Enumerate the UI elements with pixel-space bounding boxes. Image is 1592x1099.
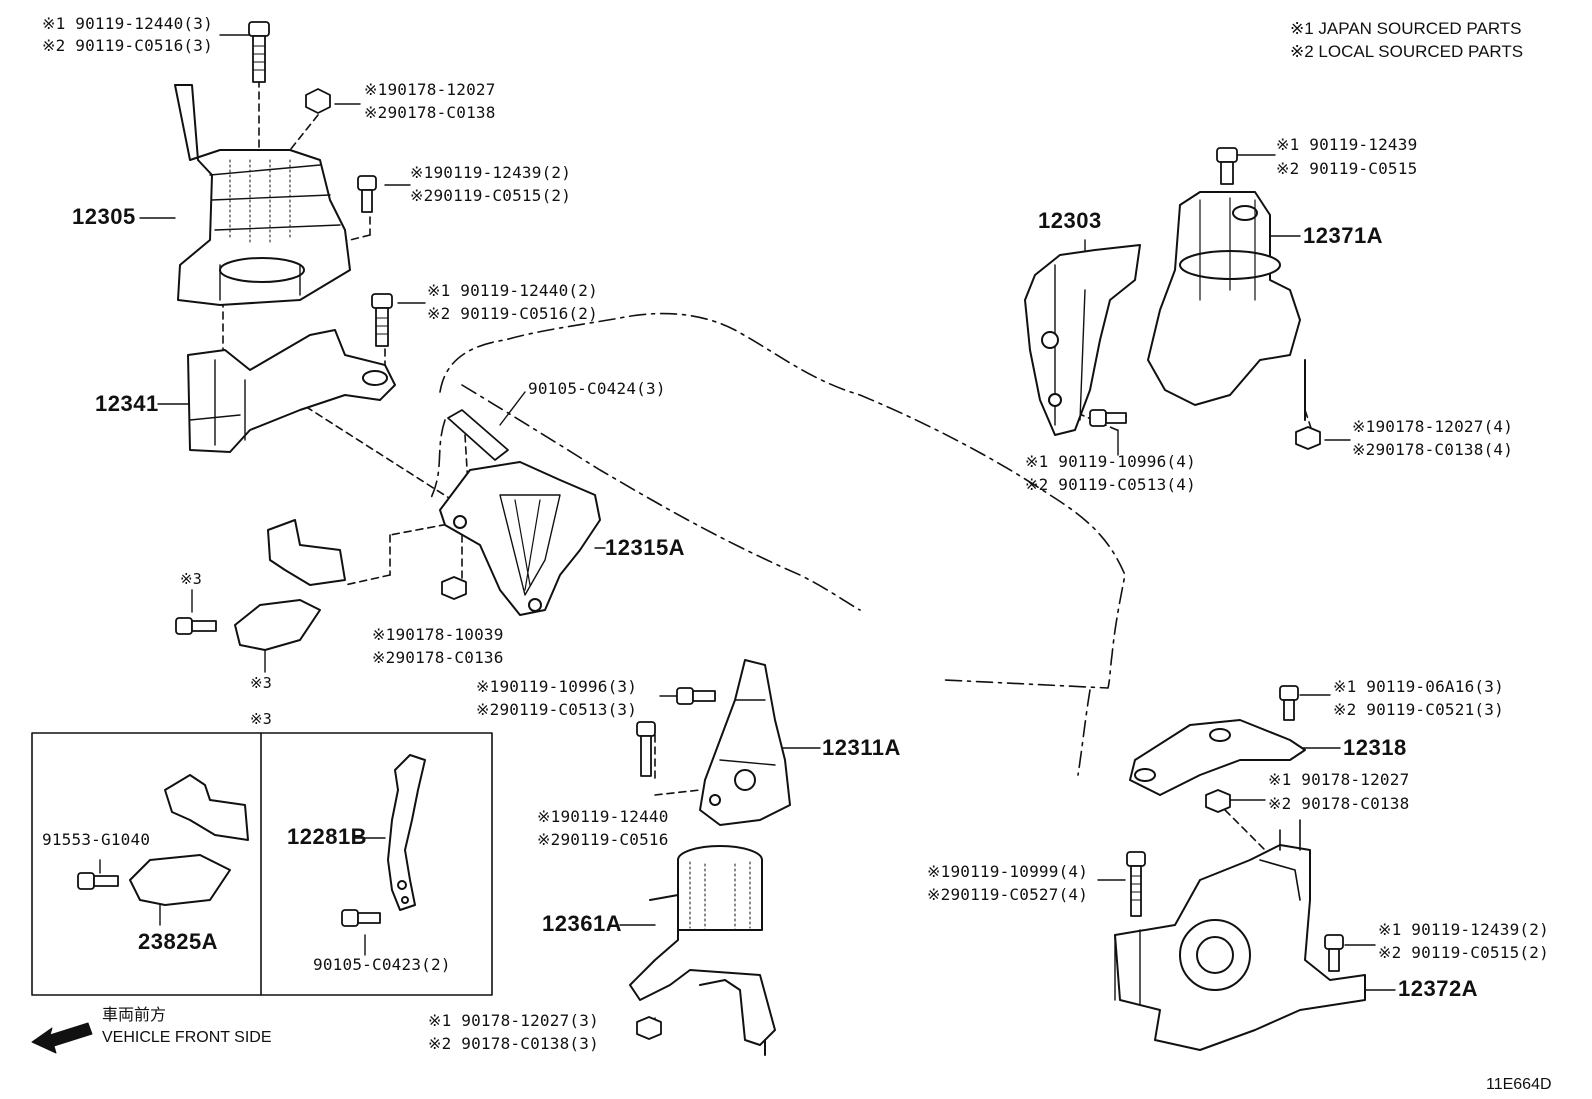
bracket-12311A (699, 659, 791, 826)
bracket-12303 (1024, 244, 1141, 436)
bracket-12281B (387, 754, 426, 911)
fastener-label: ※190178-12027 (364, 80, 496, 99)
engine-outline (439, 312, 1126, 689)
mount-12361A (629, 845, 776, 1056)
fastener-label: ※1 90178-12027 (1268, 770, 1410, 789)
mount-12305 (174, 84, 351, 306)
bracket-12315A (439, 461, 601, 616)
cover-parts-ref3 (234, 519, 346, 651)
part-label-12315A: 12315A (605, 535, 686, 560)
fastener-label: ※2 90119-C0515(2) (1378, 943, 1549, 962)
fastener-label: ※290119-C0527(4) (927, 885, 1089, 904)
cover-23825A (129, 774, 249, 906)
front-arrow-icon (31, 1022, 93, 1054)
fastener-label: ※190119-12439(2) (410, 163, 572, 182)
fastener-label: ※1 90119-12439(2) (1378, 920, 1549, 939)
nut-icons (305, 88, 1321, 1040)
part-label-12361A: 12361A (542, 911, 623, 936)
fastener-label: ※2 90119-C0515 (1276, 159, 1418, 178)
fastener-label: ※290178-C0138 (364, 103, 496, 122)
inset-box (31, 732, 493, 996)
fastener-label: ※290119-C0516 (537, 830, 669, 849)
fastener-label: 90105-C0424(3) (528, 379, 666, 398)
fastener-label: ※2 90119-C0513(4) (1025, 475, 1196, 494)
ref3-label: ※3 (250, 674, 272, 692)
part-label-12318: 12318 (1343, 735, 1407, 760)
fastener-label: ※290178-C0138(4) (1352, 440, 1514, 459)
fastener-label: ※290178-C0136 (372, 648, 504, 667)
part-label-12303: 12303 (1038, 208, 1102, 233)
fastener-label: ※2 90119-C0521(3) (1333, 700, 1504, 719)
diagram-id: 11E664D (1486, 1076, 1552, 1093)
fastener-label: ※1 90119-12440(3) (42, 14, 213, 33)
part-label-12371A: 12371A (1303, 223, 1384, 248)
fastener-label: ※190119-10999(4) (927, 862, 1089, 881)
fastener-label: ※2 90119-C0516(3) (42, 36, 213, 55)
part-label-12281B: 12281B (287, 824, 368, 849)
fastener-label: ※1 90119-06A16(3) (1333, 677, 1504, 696)
fastener-label: ※1 90119-12440(2) (427, 281, 598, 300)
bracket-12341 (187, 329, 396, 453)
leader-lines (99, 34, 1396, 1031)
fastener-label: ※1 90119-10996(4) (1025, 452, 1196, 471)
part-label-23825A: 23825A (138, 929, 219, 954)
fastener-label: ※1 90178-12027(3) (428, 1011, 599, 1030)
mount-12372A (1114, 819, 1366, 1051)
fastener-label: ※190119-12440 (537, 807, 669, 826)
fastener-label: ※190119-10996(3) (476, 677, 638, 696)
ref3-label: ※3 (250, 710, 272, 728)
fastener-label: ※190178-12027(4) (1352, 417, 1514, 436)
note-local-sourced: ※2 LOCAL SOURCED PARTS (1290, 42, 1524, 61)
fastener-label: ※290119-C0513(3) (476, 700, 638, 719)
mount-12371A (1147, 191, 1306, 421)
ref3-label: ※3 (180, 570, 202, 588)
front-side-label-jp: 車両前方 (102, 1007, 167, 1024)
note-japan-sourced: ※1 JAPAN SOURCED PARTS (1290, 19, 1522, 38)
part-label-12372A: 12372A (1398, 976, 1479, 1001)
fastener-label: 90105-C0423(2) (313, 955, 451, 974)
fastener-label: ※2 90178-C0138(3) (428, 1034, 599, 1053)
fastener-label: ※2 90119-C0516(2) (427, 304, 598, 323)
fastener-label: ※2 90178-C0138 (1268, 794, 1410, 813)
engine-lower-outline (461, 384, 861, 611)
part-label-12341: 12341 (95, 391, 159, 416)
front-side-label-en: VEHICLE FRONT SIDE (102, 1029, 272, 1046)
fastener-label: 91553-G1040 (42, 830, 151, 849)
part-label-12311A: 12311A (822, 735, 901, 760)
bracket-12318 (1129, 719, 1306, 796)
bolt-icons (77, 21, 1344, 972)
fastener-label: ※190178-10039 (372, 625, 504, 644)
part-label-12305: 12305 (72, 204, 136, 229)
fastener-label: ※1 90119-12439 (1276, 135, 1418, 154)
fastener-label: ※290119-C0515(2) (410, 186, 572, 205)
